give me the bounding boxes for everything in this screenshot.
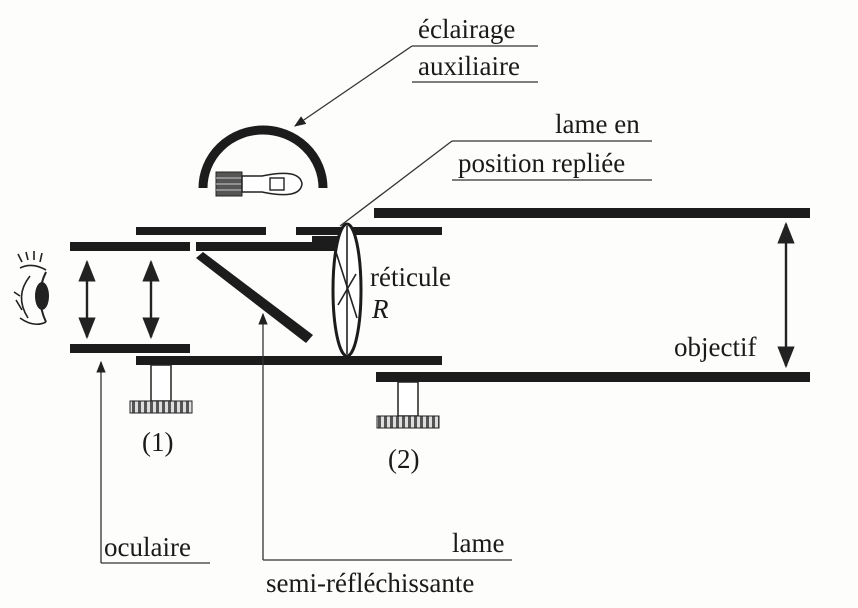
label-screw-2: (2) [388,444,419,474]
housing-top-plate-left [136,227,266,235]
eye-icon [13,251,49,326]
label-reticule-symbol: R [371,294,389,324]
label-lame-semi-line1: lame [452,528,504,558]
label-screw-1: (1) [142,427,173,457]
reticle-lens [331,222,363,358]
leader-lame-repliee [339,140,453,227]
objective-bottom-wall [376,372,810,382]
housing-inner-top-wall [196,242,344,251]
label-oculaire: oculaire [104,532,191,562]
semi-reflecting-blade [196,252,313,343]
lamp-icon [198,125,328,197]
eyepiece-bottom-wall [70,344,190,353]
adjustment-screw-2 [376,381,440,429]
label-objectif: objectif [674,332,756,362]
label-eclairage-line1: éclairage [418,14,515,44]
housing-top-plate-right [296,227,442,235]
objective-top-wall [374,208,810,218]
housing-bottom-plate [136,356,442,365]
adjustment-screw-1 [129,364,193,414]
label-lame-semi-line2: semi-réfléchissante [266,568,474,598]
label-lame-repliee-line1: lame en [555,109,640,139]
tube-walls [70,208,810,382]
label-lame-repliee-line2: position repliée [458,148,625,178]
folded-blade [312,236,340,242]
label-eclairage-line2: auxiliaire [418,51,520,81]
eyepiece-top-wall [70,242,190,251]
label-reticule: réticule [370,262,451,292]
leader-eclairage [294,45,413,127]
